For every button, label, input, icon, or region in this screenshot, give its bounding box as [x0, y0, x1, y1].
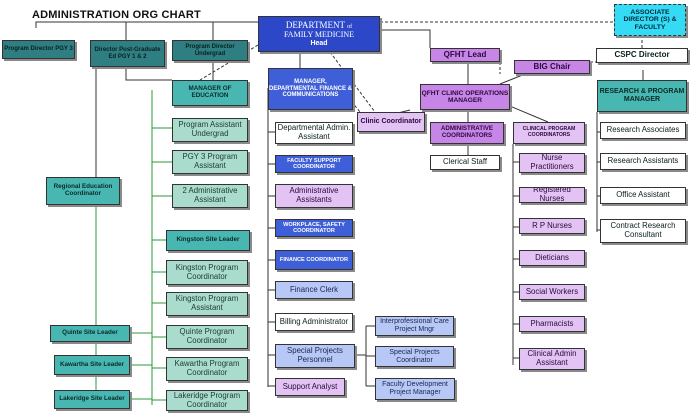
program-director-undergrad-box: Program Director Undergrad: [172, 40, 248, 61]
research-staff-4: Contract Research Consultant: [600, 219, 686, 243]
kawartha-coordinator-box: Kawartha Program Coordinator: [166, 357, 248, 381]
clinical-staff-6: Pharmacists: [519, 316, 585, 332]
research-manager-box: RESEARCH & PROGRAM MANAGER: [597, 80, 687, 112]
quinte-leader-box: Quinte Site Leader: [50, 325, 130, 342]
qfht-clinic-manager-box: QFHT CLINIC OPERATIONS MANAGER: [420, 84, 510, 110]
lakeridge-coordinator-box: Lakeridge Program Coordinator: [166, 390, 248, 411]
dept-staff-billing-administrator: Billing Administrator: [275, 313, 353, 331]
regional-coordinator-box: Regional Education Coordinator: [46, 177, 120, 205]
education-assistant-2: PGY 3 Program Assistant: [172, 150, 248, 174]
dept-staff-workplace-safety: WORKPLACE, SAFETY COORDINATOR: [275, 219, 353, 237]
dept-staff-special-projects: Special Projects Personnel: [275, 344, 355, 368]
clinical-staff-4: Dieticians: [519, 250, 585, 266]
director-post-grad-box: Director Post-Graduate Ed PGY 1 & 2: [90, 40, 165, 67]
program-director-pgy3-box: Program Director PGY 3: [2, 40, 75, 59]
kingston-site-leader-box: Kingston Site Leader: [166, 230, 250, 251]
associate-director-box: ASSOCIATE DIRECTOR (S) & FACULTY: [614, 4, 686, 36]
special-projects-staff-1: Interprofessional Care Project Mngr: [375, 316, 454, 336]
education-assistant-3: 2 Administrative Assistant: [172, 184, 248, 208]
clinic-coordinator-box: Clinic Coordinator: [357, 112, 425, 132]
dept-staff-administrative-assistants: Administrative Assistants: [275, 184, 353, 208]
admin-coordinators-box: ADMINISTRATIVE COORDINATORS: [430, 122, 504, 144]
special-projects-staff-2: Special Projects Coordinator: [375, 346, 454, 367]
qfht-lead-box: QFHT Lead: [430, 48, 500, 62]
dept-staff-admin-assistant: Departmental Admin. Assistant: [275, 122, 353, 144]
clinical-program-coordinators-box: CLINICAL PROGRAM COORDINATORS: [513, 122, 585, 144]
dept-staff-finance-clerk: Finance Clerk: [275, 281, 353, 299]
dept-staff-faculty-support: FACULTY SUPPORT COORDINATOR: [275, 155, 353, 173]
department-line1: DEPARTMENT: [285, 19, 345, 30]
page-title: ADMINISTRATION ORG CHART: [32, 9, 201, 21]
clinical-staff-7: Clinical Admin Assistant: [519, 348, 585, 370]
dept-staff-support-analyst: Support Analyst: [275, 378, 345, 396]
kingston-assistant-box: Kingston Program Assistant: [166, 292, 248, 316]
department-head-box: DEPARTMENT of FAMILY MEDICINE Head: [258, 16, 380, 52]
quinte-coordinator-box: Quinte Program Coordinator: [166, 325, 248, 349]
clinical-staff-1: Nurse Practitioners: [519, 153, 585, 173]
clinical-staff-5: Social Workers: [519, 284, 585, 300]
manager-departmental-box: MANAGER, DEPARTMENTAL FINANCE & COMMUNIC…: [268, 68, 353, 110]
department-head-label: Head: [310, 39, 328, 47]
lakeridge-leader-box: Lakeridge Site Leader: [54, 390, 130, 409]
clerical-staff-box: Clerical Staff: [430, 155, 500, 170]
kawartha-leader-box: Kawartha Site Leader: [54, 355, 130, 375]
clinical-staff-3: R P Nurses: [519, 218, 585, 234]
research-staff-2: Research Assistants: [600, 153, 686, 170]
special-projects-staff-3: Faculty Development Project Manager: [375, 378, 455, 400]
kingston-coordinator-box: Kingston Program Coordinator: [166, 260, 248, 285]
dept-staff-finance-coordinator: FINANCE COORDINATOR: [275, 250, 353, 270]
education-assistant-1: Program Assistant Undergrad: [172, 118, 248, 142]
manager-education-box: MANAGER OF EDUCATION: [172, 80, 248, 106]
cspc-director-box: CSPC Director: [596, 48, 688, 63]
research-staff-3: Office Assistant: [600, 187, 686, 204]
big-chair-box: BIG Chair: [514, 60, 590, 74]
research-staff-1: Research Associates: [600, 122, 686, 139]
department-line2: FAMILY MEDICINE: [283, 29, 355, 39]
department-of: of: [347, 23, 353, 30]
clinical-staff-2: Registered Nurses: [519, 187, 585, 203]
